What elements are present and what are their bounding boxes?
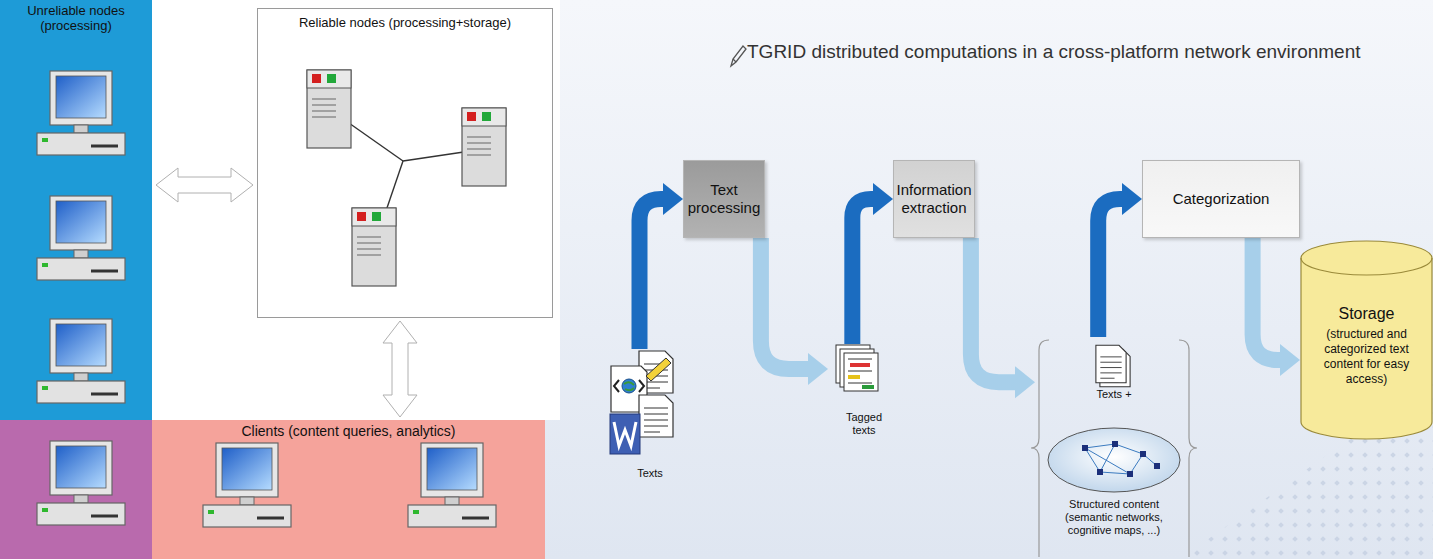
process-box: Categorization	[1142, 160, 1300, 238]
text-documents-icon	[608, 350, 678, 480]
note-text: TGRID distributed computations in a cros…	[747, 40, 1427, 64]
network-ellipse: Structured content (semantic networks, c…	[1045, 426, 1183, 546]
node-label: Storage	[1338, 305, 1394, 324]
pencil-icon	[731, 46, 746, 66]
node-label: Unreliable nodes (processing)	[4, 3, 148, 34]
node-label: Texts	[637, 467, 663, 480]
node-label: Categorization	[1173, 190, 1270, 208]
client-computers	[152, 420, 545, 559]
flow-arrow	[383, 321, 417, 417]
document-node: Texts	[608, 350, 678, 482]
server-cluster	[258, 9, 546, 313]
flow-arrow	[640, 183, 684, 349]
flow-arrow	[852, 183, 893, 344]
computer-group	[0, 0, 152, 420]
node-group-box: Reliable nodes (processing+storage)	[257, 8, 553, 318]
flow-arrow	[156, 168, 253, 202]
node-panel: Unreliable nodes (processing)	[0, 0, 152, 420]
node-label: Structured content (semantic networks, c…	[1045, 498, 1183, 537]
purple-region	[0, 420, 152, 559]
flow-arrow	[761, 238, 828, 385]
flow-arrow	[1098, 183, 1142, 337]
node-label: Texts +	[1094, 388, 1134, 401]
node-body: (structured and categorized text content…	[1310, 327, 1423, 387]
node-label: Text processing	[688, 181, 761, 216]
process-box: Text processing	[683, 160, 765, 238]
document-node: Tagged texts	[828, 345, 892, 441]
node-label: Information extraction	[896, 181, 971, 216]
storage-cylinder: Storage (structured and categorized text …	[1300, 240, 1433, 440]
node-label: Tagged texts	[836, 411, 892, 437]
computer-icon	[37, 441, 125, 525]
content-group: Texts + Structured content (semantic net…	[1035, 338, 1193, 559]
process-box: Information extraction	[893, 160, 975, 238]
node-label: Reliable nodes (processing+storage)	[299, 15, 511, 30]
node-label: Clients (content queries, analytics)	[242, 423, 456, 440]
left-ground	[0, 0, 560, 420]
semantic-network-ellipse	[1045, 426, 1183, 496]
client-panel: Clients (content queries, analytics)	[152, 420, 545, 559]
flow-arrow	[1253, 238, 1300, 376]
flow-arrow	[971, 238, 1035, 398]
